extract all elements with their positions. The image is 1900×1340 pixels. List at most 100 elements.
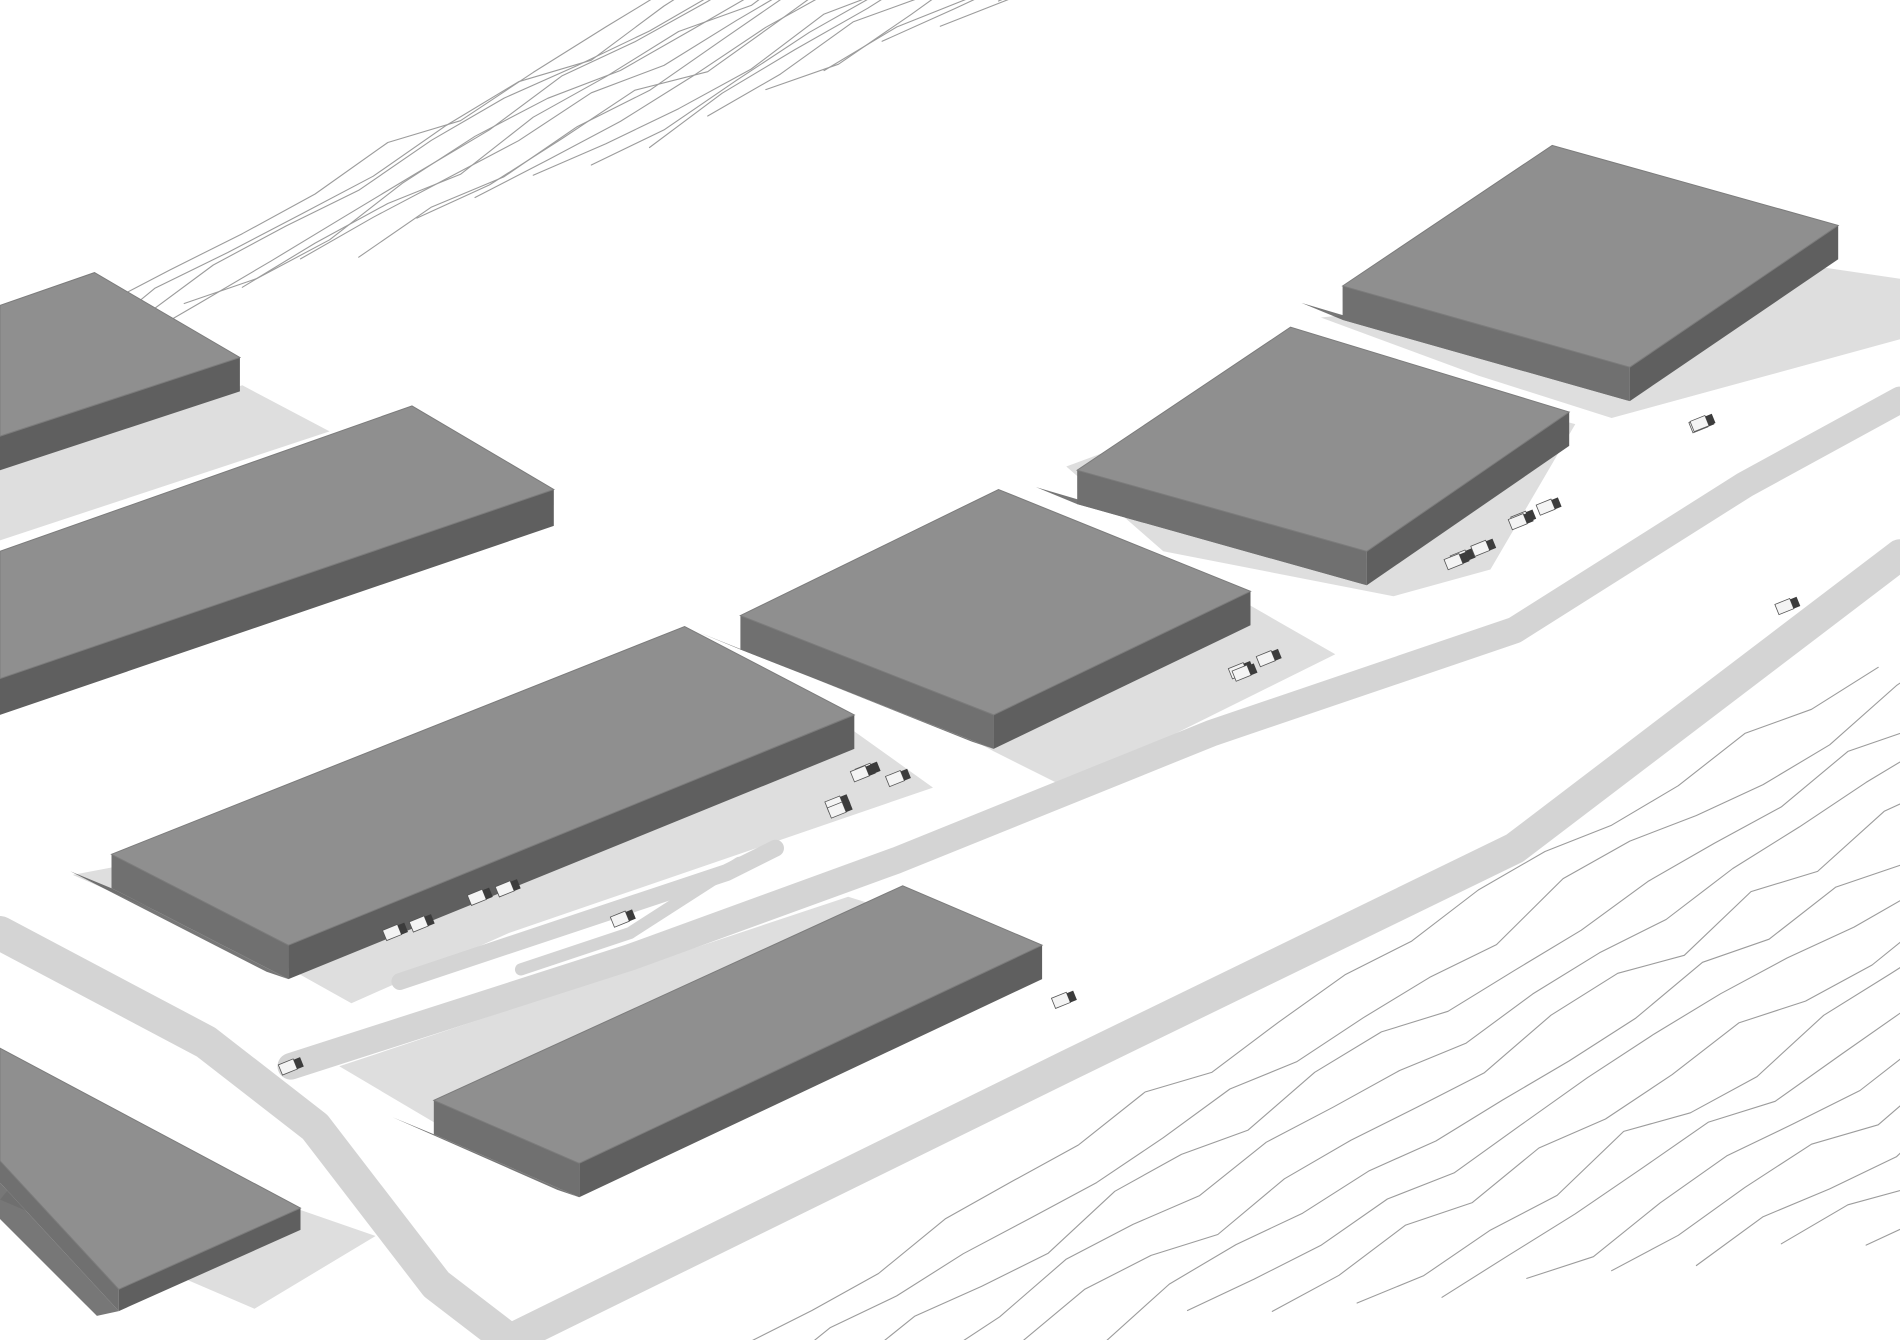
truck-trailer bbox=[609, 910, 630, 928]
parked-truck bbox=[1443, 551, 1470, 571]
truck-trailer bbox=[1535, 498, 1556, 516]
truck-cab bbox=[865, 763, 876, 776]
road-truck bbox=[1774, 596, 1801, 616]
contour-line bbox=[1526, 1058, 1900, 1279]
truck-trailer bbox=[849, 765, 870, 783]
building-roof bbox=[0, 405, 555, 680]
truck-cab bbox=[1459, 551, 1470, 564]
building-roof bbox=[1341, 144, 1840, 368]
truck-cab bbox=[1551, 497, 1562, 510]
truck-cab bbox=[397, 922, 408, 935]
contour-line bbox=[814, 682, 1900, 1340]
contour-line bbox=[532, 0, 863, 176]
truck-trailer bbox=[466, 888, 487, 906]
building-front-wall bbox=[111, 854, 289, 980]
contour-line bbox=[1356, 967, 1900, 1304]
parked-truck bbox=[884, 768, 911, 788]
truck-cab bbox=[1485, 538, 1497, 551]
contour-line bbox=[416, 0, 809, 219]
truck-cab bbox=[424, 914, 435, 927]
main-road-west bbox=[0, 916, 526, 1340]
parked-truck bbox=[382, 922, 408, 942]
contour-line bbox=[474, 0, 817, 199]
contour-line bbox=[1695, 1152, 1900, 1267]
truck-trailer bbox=[408, 915, 429, 933]
service-road bbox=[277, 386, 1900, 1080]
contour-line bbox=[241, 0, 760, 288]
truck-trailer bbox=[1470, 539, 1491, 557]
contour-line bbox=[752, 666, 1879, 1340]
truck-trailer bbox=[1050, 991, 1071, 1009]
building-shadow bbox=[392, 1117, 580, 1198]
truck-cab bbox=[1523, 511, 1534, 524]
building-side-wall bbox=[288, 714, 855, 980]
truck-trailer bbox=[494, 880, 515, 898]
truck-trailer bbox=[1774, 597, 1795, 616]
truck-cab bbox=[1271, 648, 1282, 661]
contour-line bbox=[183, 0, 745, 305]
contour-line bbox=[1186, 900, 1900, 1312]
main-road-east bbox=[493, 539, 1900, 1340]
warehouse-buildings bbox=[0, 144, 1840, 1316]
building-front-wall bbox=[1077, 470, 1367, 586]
truck-trailer bbox=[884, 769, 905, 788]
road-truck bbox=[277, 1057, 304, 1076]
contour-line bbox=[0, 0, 652, 374]
parked-truck bbox=[1255, 648, 1282, 668]
access-roads bbox=[0, 386, 1900, 1340]
contour-line bbox=[884, 732, 1900, 1340]
truck-trailer bbox=[1443, 553, 1464, 571]
building-side-wall bbox=[1629, 225, 1839, 402]
parked-truck bbox=[1470, 538, 1497, 557]
parked-truck bbox=[1231, 663, 1258, 682]
road-truck bbox=[1689, 413, 1716, 433]
truck-trailer bbox=[1255, 650, 1276, 668]
contour-line bbox=[963, 761, 1900, 1340]
building-roof bbox=[432, 885, 1044, 1164]
yard-lane-inner bbox=[514, 856, 746, 976]
contour-line bbox=[299, 0, 773, 260]
truck-cab bbox=[1790, 596, 1801, 609]
truck-cab bbox=[900, 768, 911, 781]
parked-truck bbox=[1507, 511, 1534, 531]
contour-line bbox=[67, 0, 705, 364]
truck-cab bbox=[842, 800, 853, 813]
building-front-wall bbox=[1342, 286, 1630, 402]
truck-cab bbox=[1066, 990, 1077, 1003]
parked-truck bbox=[849, 763, 876, 783]
building-side-wall bbox=[993, 591, 1251, 749]
contour-line bbox=[125, 0, 712, 347]
parked-truck bbox=[408, 914, 435, 933]
truck-cab bbox=[625, 909, 636, 922]
parked-truck bbox=[609, 909, 636, 928]
building-side-wall bbox=[0, 489, 554, 715]
building-roof bbox=[0, 1047, 302, 1290]
contour-line bbox=[1271, 941, 1900, 1312]
road-truck bbox=[1050, 990, 1077, 1009]
parked-truck bbox=[826, 800, 853, 819]
building-shadow bbox=[70, 871, 289, 980]
parked-truck bbox=[1535, 497, 1562, 516]
building-side-wall bbox=[1366, 412, 1570, 586]
contour-line bbox=[1441, 1012, 1900, 1298]
truck-trailer bbox=[382, 923, 403, 942]
truck-cab bbox=[1705, 413, 1716, 426]
building-roof bbox=[739, 488, 1252, 716]
building-side-wall bbox=[579, 945, 1043, 1198]
vehicles bbox=[277, 413, 1801, 1076]
contour-line bbox=[358, 0, 781, 258]
contour-line bbox=[1611, 1105, 1900, 1272]
paved-area bbox=[0, 385, 330, 541]
truck-trailer bbox=[1231, 664, 1252, 682]
truck-cab bbox=[1247, 663, 1258, 676]
building-shadow bbox=[0, 1182, 119, 1316]
parked-truck bbox=[494, 879, 521, 898]
contour-line bbox=[9, 0, 675, 378]
truck-cab bbox=[482, 887, 493, 900]
building-side-wall bbox=[0, 357, 240, 471]
contour-line bbox=[1023, 803, 1900, 1340]
building-roof bbox=[1076, 326, 1571, 552]
building-roof bbox=[0, 272, 242, 437]
building-roof bbox=[110, 625, 856, 946]
